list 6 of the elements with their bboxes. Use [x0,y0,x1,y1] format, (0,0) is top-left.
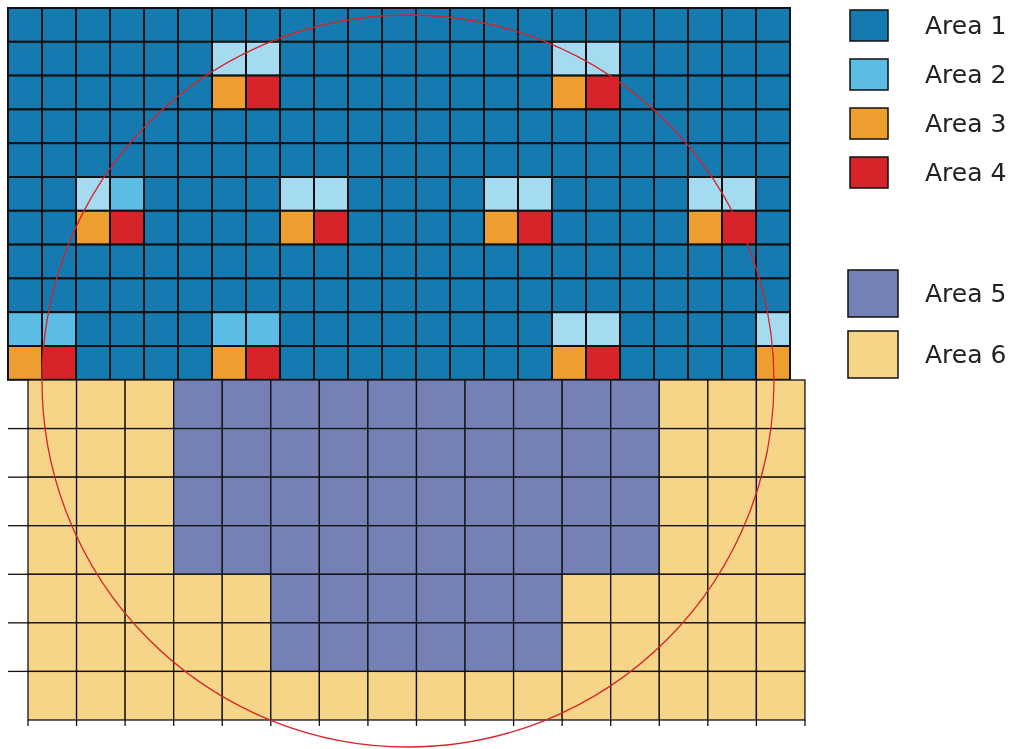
legend-label: Area 2 [925,59,1007,90]
legend-label: Area 6 [925,339,1007,370]
legend-label: Area 5 [925,278,1007,309]
legend-label: Area 3 [925,108,1007,139]
legend-label: Area 1 [925,10,1007,41]
legend-label: Area 4 [925,157,1007,188]
